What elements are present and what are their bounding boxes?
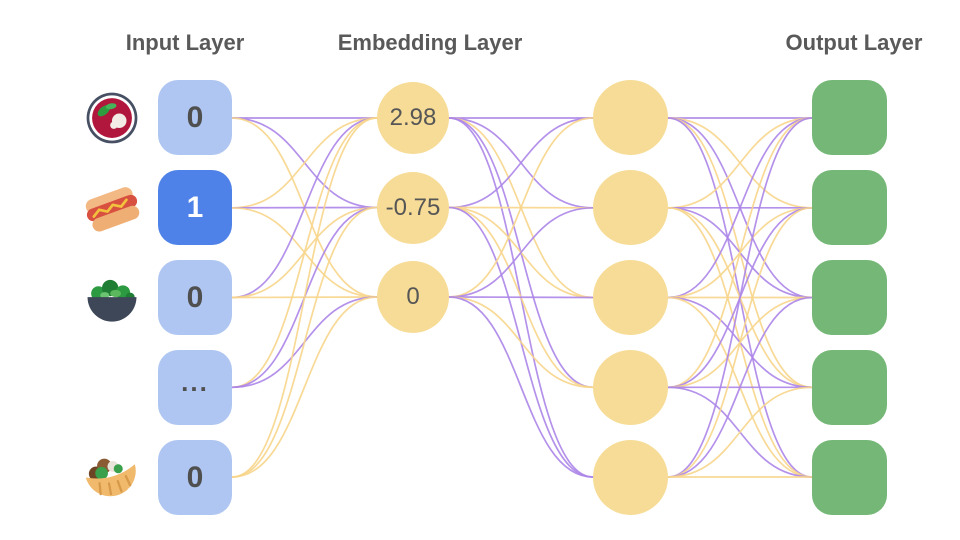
embedding-node-1: 2.98: [377, 82, 449, 154]
pita-sandwich-icon: [85, 458, 136, 497]
hidden-node-3: [593, 260, 668, 335]
input-node-salad: 0: [158, 260, 232, 335]
edge: [448, 296, 594, 478]
embedding-node-3: 0: [377, 261, 449, 333]
output-node-4: [812, 350, 887, 425]
output-node-1: [812, 80, 887, 155]
input-layer-header: Input Layer: [125, 30, 245, 55]
edge: [448, 117, 594, 209]
output-layer-column: [812, 80, 887, 515]
salad-bowl-icon: [87, 279, 137, 322]
input-node-hotdog-active: 1: [158, 170, 232, 245]
edge: [667, 117, 813, 299]
edge: [667, 296, 813, 478]
edge: [231, 296, 378, 478]
icon-placeholder: [83, 358, 141, 416]
edge: [231, 117, 378, 209]
input-layer-column: 0 1 0 ... 0: [158, 80, 232, 515]
input-node-pita: 0: [158, 440, 232, 515]
edge: [667, 206, 813, 478]
edge: [231, 117, 378, 389]
hidden-layer-column: [593, 80, 668, 515]
edge: [231, 117, 378, 299]
output-node-5: [812, 440, 887, 515]
embedding-node-2: -0.75: [377, 171, 449, 244]
hidden-node-5: [593, 440, 668, 515]
embedding-layer-column: 2.98 -0.75 0: [377, 82, 449, 333]
input-node-ellipsis: ...: [158, 350, 232, 425]
embedding-layer-header: Embedding Layer: [337, 30, 523, 55]
edge: [231, 117, 378, 478]
output-layer-header: Output Layer: [785, 30, 923, 55]
hidden-node-2: [593, 170, 668, 245]
soup-bowl-icon: [86, 92, 138, 144]
hidden-node-1: [593, 80, 668, 155]
output-node-3: [812, 260, 887, 335]
edge: [448, 296, 594, 389]
edge: [448, 296, 594, 299]
edge: [667, 117, 813, 478]
input-node-soup: 0: [158, 80, 232, 155]
hidden-node-4: [593, 350, 668, 425]
edge: [667, 117, 813, 209]
edge: [667, 386, 813, 478]
edge: [231, 206, 378, 478]
output-node-2: [812, 170, 887, 245]
edge: [448, 117, 594, 298]
edge: [448, 206, 594, 298]
input-icon-column: [83, 89, 141, 506]
hot-dog-icon: [85, 186, 140, 232]
edge: [667, 117, 813, 389]
